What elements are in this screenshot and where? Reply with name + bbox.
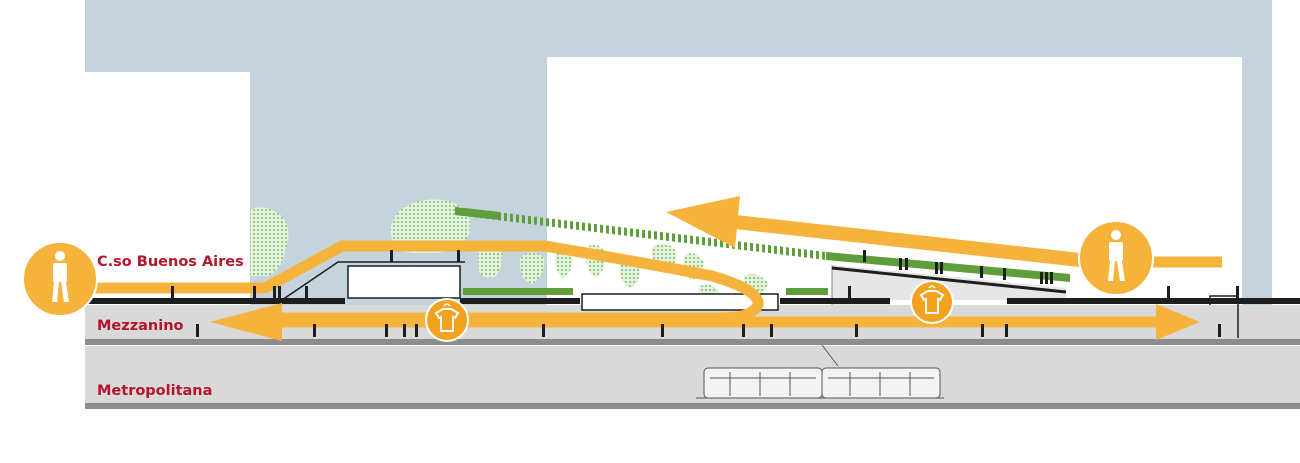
metro-train-icon bbox=[696, 344, 944, 399]
street-slab bbox=[85, 298, 1300, 304]
ground-metro bbox=[85, 346, 1300, 404]
label-mezzanine: Mezzanino bbox=[97, 318, 184, 334]
building-left bbox=[85, 72, 250, 305]
label-street: C.so Buenos Aires bbox=[97, 254, 244, 270]
flow-arrows bbox=[85, 215, 1222, 328]
slab-metro bbox=[85, 403, 1300, 409]
pedestrian-icon bbox=[22, 241, 98, 317]
shop-icon bbox=[910, 280, 954, 324]
label-metro: Metropolitana bbox=[97, 383, 212, 399]
pavilions bbox=[281, 261, 1239, 338]
pedestrian-icon bbox=[1078, 220, 1154, 296]
people bbox=[171, 250, 1239, 337]
ramp-structure bbox=[831, 265, 1067, 305]
arrowheads bbox=[210, 196, 1200, 341]
slab-mezzanine bbox=[85, 339, 1300, 345]
shop-icon bbox=[425, 298, 469, 342]
